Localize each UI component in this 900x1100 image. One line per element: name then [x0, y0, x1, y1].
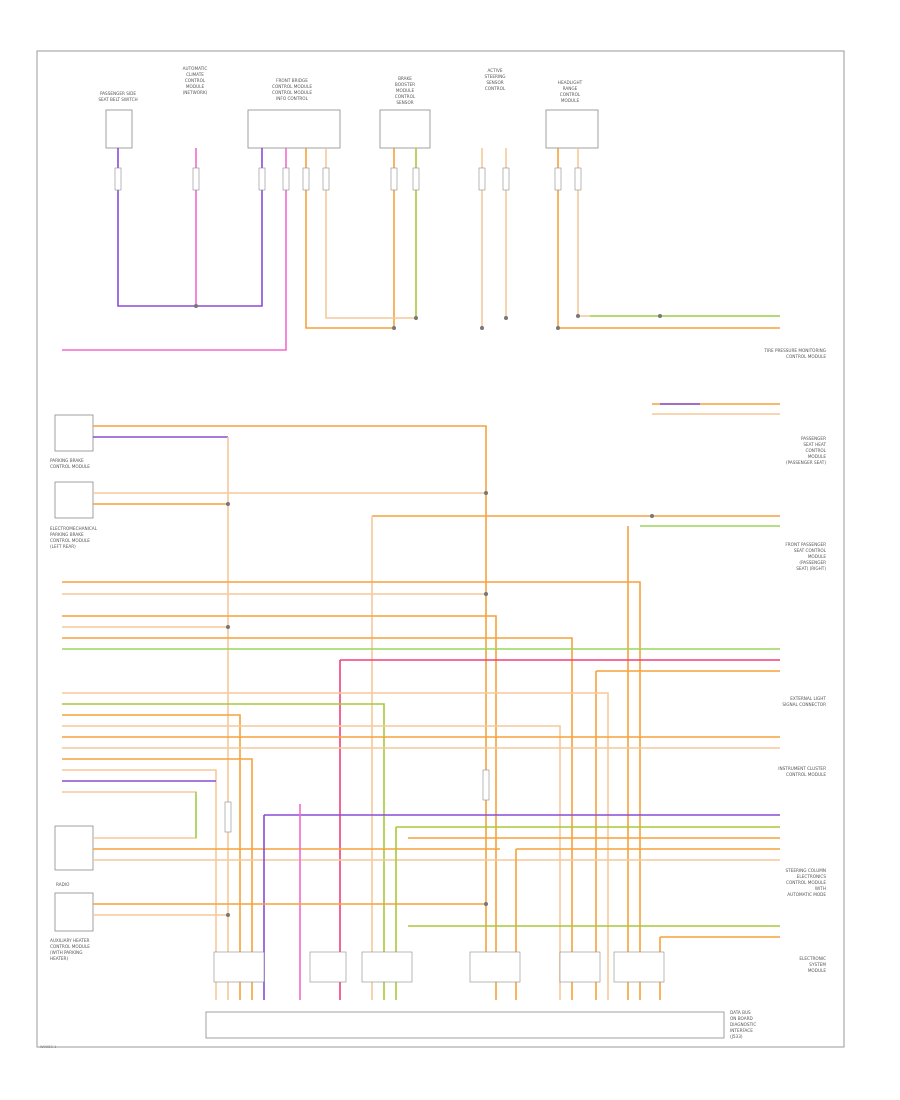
module-label: SEAT) (RIGHT) — [796, 566, 826, 571]
module-label: RANGE — [563, 86, 578, 91]
module-label: WITH — [815, 886, 826, 891]
module-label: MODULE — [808, 454, 827, 459]
module-label: SENSOR — [486, 80, 503, 85]
module-label: CONTROL MODULE — [50, 464, 90, 469]
module-label: SIGNAL CONNECTOR — [782, 702, 826, 707]
right-label-external-light: EXTERNAL LIGHT SIGNAL CONNECTOR — [782, 696, 826, 707]
module-label: BRAKE — [398, 76, 412, 81]
footer-code: W0053-1 — [40, 1045, 56, 1049]
module-label: SEAT HEAT — [803, 442, 826, 447]
left-module-radio: RADIO — [54, 825, 94, 887]
left-module-aux-heater: AUXILIARY HEATER CONTROL MODULE (WITH PA… — [50, 892, 94, 961]
module-label: CONTROL — [485, 86, 506, 91]
module-label: AUTOMATIC — [183, 66, 208, 71]
module-label: SEAT BELT SWITCH — [98, 97, 137, 102]
module-label: SEAT CONTROL — [794, 548, 827, 553]
module-label: (J533) — [730, 1034, 743, 1039]
module-label: STEERING — [484, 74, 505, 79]
module-label: PASSENGER — [801, 436, 826, 441]
top-module-climate-control: AUTOMATIC CLIMATE CONTROL MODULE (NETWOR… — [183, 66, 208, 95]
module-label: ELECTRONICS — [797, 874, 827, 879]
module-label: INTERFACE — [730, 1028, 753, 1033]
module-label: CONTROL MODULE — [50, 538, 90, 543]
top-connectors — [114, 167, 582, 191]
module-label: DIAGNOSTIC — [730, 1022, 756, 1027]
inline-connectors — [224, 769, 490, 833]
right-label-instrument-cluster: INSTRUMENT CLUSTER CONTROL MODULE — [778, 766, 826, 777]
left-module-parking-brake: PARKING BRAKE CONTROL MODULE — [50, 414, 94, 469]
diagram-frame — [36, 50, 845, 1048]
module-label: STEERING COLUMN — [785, 868, 826, 873]
module-label: ON BOARD — [730, 1016, 753, 1021]
right-label-passenger-seat-heat: PASSENGER SEAT HEAT CONTROL MODULE (PASS… — [786, 436, 827, 465]
module-label: MODULE — [561, 98, 580, 103]
module-label: AUTOMATIC MODE — [787, 892, 826, 897]
module-label: ELECTRONIC — [799, 956, 826, 961]
module-label: PARKING BRAKE — [50, 458, 84, 463]
module-label: CONTROL — [560, 92, 581, 97]
module-label: SENSOR — [396, 100, 413, 105]
module-label: (NETWORK) — [183, 90, 208, 95]
right-label-electronic-module: ELECTRONIC SYSTEM MODULE — [799, 956, 826, 973]
right-label-tpms: TIRE PRESSURE MONITORING CONTROL MODULE — [763, 348, 826, 359]
module-label: EXTERNAL LIGHT — [790, 696, 826, 701]
module-label: CONTROL — [185, 78, 206, 83]
top-module-headlight-range: HEADLIGHT RANGE CONTROL MODULE — [545, 80, 599, 149]
module-label: HEADLIGHT — [558, 80, 583, 85]
module-label: INFO CONTROL — [276, 96, 309, 101]
top-module-front-bridge: FRONT BRIDGE CONTROL MODULE CONTROL MODU… — [247, 78, 341, 149]
module-label: CONTROL MODULE — [272, 90, 312, 95]
top-module-passenger-seat-belt-switch: PASSENGER SIDE SEAT BELT SWITCH — [98, 91, 138, 149]
module-label: TIRE PRESSURE MONITORING — [763, 348, 826, 353]
module-label: HEATER) — [50, 956, 68, 961]
module-label: MODULE — [396, 88, 415, 93]
module-label: RADIO — [56, 882, 70, 887]
module-label: BOOSTER — [395, 82, 415, 87]
module-label: CONTROL — [806, 448, 827, 453]
module-label: (WITH PARKING — [50, 950, 82, 955]
bottom-connector-rows — [213, 951, 665, 983]
splice-points — [194, 304, 662, 917]
module-label: DATA BUS — [730, 1010, 751, 1015]
module-label: CONTROL MODULE — [786, 880, 826, 885]
module-label: CONTROL MODULE — [272, 84, 312, 89]
right-label-front-passenger-seat: FRONT PASSENGER SEAT CONTROL MODULE (PAS… — [785, 542, 826, 571]
top-module-brake-booster: BRAKE BOOSTER MODULE CONTROL SENSOR — [379, 76, 431, 149]
module-label: MODULE — [186, 84, 205, 89]
top-wires — [62, 148, 780, 351]
module-label: (PASSENGER — [799, 560, 826, 565]
module-label: ELECTROMECHANICAL — [50, 526, 98, 531]
module-label: PASSENGER SIDE — [100, 91, 136, 96]
module-label: CLIMATE — [186, 72, 204, 77]
module-label: ACTIVE — [487, 68, 502, 73]
module-label: CONTROL MODULE — [50, 944, 90, 949]
module-label: (LEFT REAR) — [50, 544, 76, 549]
horizontal-wires — [62, 403, 780, 1000]
module-label: AUXILIARY HEATER — [50, 938, 90, 943]
module-label: CONTROL MODULE — [786, 772, 826, 777]
bottom-module-data-bus: DATA BUS ON BOARD DIAGNOSTIC INTERFACE (… — [205, 1010, 756, 1039]
module-label: FRONT PASSENGER — [785, 542, 826, 547]
module-label: INSTRUMENT CLUSTER — [778, 766, 826, 771]
left-module-epb: ELECTROMECHANICAL PARKING BRAKE CONTROL … — [50, 481, 98, 549]
module-label: PARKING BRAKE — [50, 532, 84, 537]
right-label-steering-column: STEERING COLUMN ELECTRONICS CONTROL MODU… — [785, 868, 826, 897]
module-label: (PASSENGER SEAT) — [786, 460, 826, 465]
module-label: SYSTEM — [809, 962, 826, 967]
module-label: CONTROL MODULE — [786, 354, 826, 359]
top-module-active-steering: ACTIVE STEERING SENSOR CONTROL — [484, 68, 505, 91]
module-label: MODULE — [808, 554, 827, 559]
module-label: MODULE — [808, 968, 827, 973]
module-label: CONTROL — [395, 94, 416, 99]
module-label: FRONT BRIDGE — [276, 78, 308, 83]
